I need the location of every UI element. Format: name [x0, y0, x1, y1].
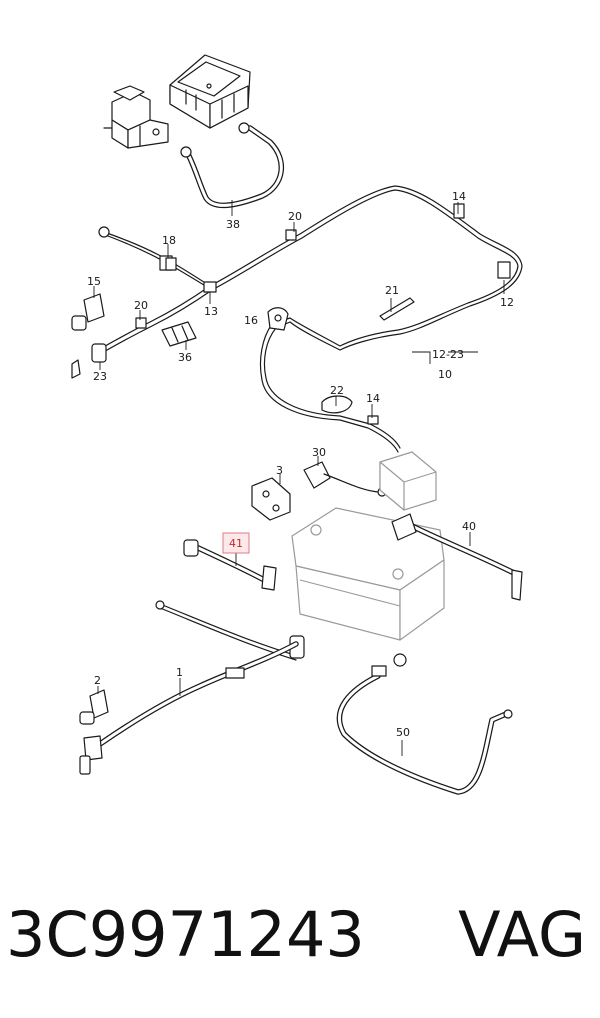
bracket-2 — [79, 686, 109, 725]
terminal-30 — [303, 456, 387, 497]
label-13: 13 — [204, 305, 218, 318]
label-23: 23 — [93, 370, 107, 383]
label-12-23: 12-23 — [432, 348, 464, 361]
bracket-15 — [71, 286, 105, 331]
label-2: 2 — [94, 674, 101, 687]
label-18: 18 — [162, 234, 176, 247]
holder-16 — [267, 307, 289, 331]
clamp-3 — [251, 474, 291, 521]
label-36: 36 — [178, 351, 192, 364]
label-15: 15 — [87, 275, 101, 288]
wiring-harness-10 — [98, 185, 523, 453]
label-14-mid: 14 — [366, 392, 380, 405]
label-16: 16 — [244, 314, 258, 327]
label-21: 21 — [385, 284, 399, 297]
highlight-box-41 — [222, 532, 250, 554]
exploded-parts-diagram: 38 14 20 18 15 20 13 12 21 16 36 23 12-2… — [71, 54, 523, 795]
cable-41 — [183, 539, 277, 591]
label-40: 40 — [462, 520, 476, 533]
label-30: 30 — [312, 446, 326, 459]
label-50: 50 — [396, 726, 410, 739]
fuse-box — [169, 54, 251, 129]
ground-lug-23 — [71, 343, 107, 379]
cable-40 — [391, 513, 523, 601]
cable-50 — [336, 653, 513, 795]
control-unit — [379, 451, 437, 511]
terminal-fuse-holder — [103, 85, 169, 149]
label-14-top: 14 — [452, 190, 466, 203]
label-1: 1 — [176, 666, 183, 679]
label-3: 3 — [276, 464, 283, 477]
clip-36 — [161, 321, 197, 350]
harness-branch-13 — [97, 244, 217, 355]
label-20-left: 20 — [134, 299, 148, 312]
cable-1 — [79, 600, 305, 775]
label-10: 10 — [438, 368, 452, 381]
label-22: 22 — [330, 384, 344, 397]
cable-38 — [180, 122, 285, 216]
label-38: 38 — [226, 218, 240, 231]
brand-caption: VAG — [458, 898, 586, 971]
label-41-highlighted: 41 — [229, 537, 243, 550]
part-number-caption: 3C9971243 — [6, 898, 365, 971]
label-12: 12 — [500, 296, 514, 309]
label-20-top: 20 — [288, 210, 302, 223]
